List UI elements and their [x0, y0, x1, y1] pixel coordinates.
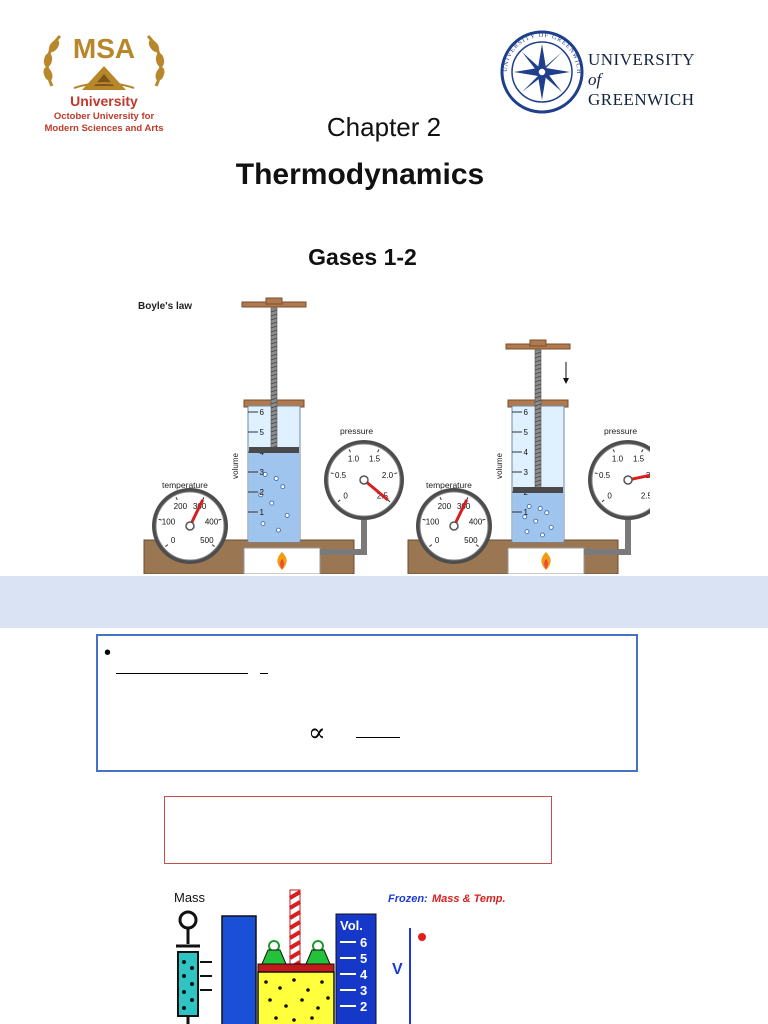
temperature-gauge-tick: 0	[435, 536, 440, 545]
msa-laurel-emblem: MSA University October University for Mo…	[43, 33, 165, 134]
piston-weight-right	[305, 940, 331, 965]
temperature-label: temperature	[426, 480, 472, 490]
temperature-gauge-tick: 500	[200, 536, 214, 545]
gauge-pipe	[584, 520, 631, 555]
pressure-label: pressure	[604, 426, 637, 436]
temperature-gauge-tick: 0	[171, 536, 176, 545]
v-axis-label: V	[392, 961, 403, 978]
volume-tick: 3	[524, 468, 529, 477]
pressure-gauge-tick: 0.5	[335, 471, 347, 480]
fraction-line	[356, 737, 400, 738]
frozen-value: Mass & Temp.	[432, 893, 506, 905]
blank-underline	[116, 673, 248, 674]
gas-volume	[513, 492, 563, 542]
greenwich-seal-icon: UNIVERSITY OF GREENWICH	[500, 30, 584, 114]
pressure-gauge-needle	[362, 478, 389, 501]
temperature-gauge-tick: 500	[464, 536, 478, 545]
apparatus-compressed: 123456volumetemperature0100200300400500p…	[407, 339, 650, 574]
boyle-caption: Boyle's law	[138, 301, 192, 312]
pressure-gauge-tick: 2.0	[382, 471, 394, 480]
volume-tick: 5	[524, 428, 529, 437]
syringe-barrel	[177, 951, 199, 1017]
definition-box: • ∝	[96, 634, 638, 772]
blue-column	[221, 915, 257, 1024]
blank-underline-short	[260, 673, 268, 674]
subject-title: Thermodynamics	[235, 158, 485, 191]
pressure-gauge-tick: 1.5	[633, 454, 645, 463]
volume-tick: 1	[524, 508, 529, 517]
piston-weight-left	[261, 940, 287, 965]
syringe-particles	[182, 960, 194, 1010]
volume-tick: 4	[524, 448, 529, 457]
gas-volume	[249, 452, 299, 542]
msa-university-text: University	[70, 93, 138, 109]
volume-axis-label: volume	[231, 453, 240, 479]
pressure-gauge-tick: 1.5	[369, 454, 381, 463]
vol-tick-label: 3	[360, 983, 367, 998]
volume-tick: 5	[260, 428, 265, 437]
vol-tick-label: 2	[360, 999, 367, 1014]
volume-tick: 6	[260, 408, 265, 417]
vol-tick-label: 4	[360, 967, 368, 982]
msa-subtitle-2: Modern Sciences and Arts	[45, 123, 164, 134]
frozen-label: Frozen:	[388, 893, 428, 905]
vol-tick-label: 5	[360, 951, 367, 966]
pressure-gauge-tick: 0	[343, 491, 348, 500]
pressure-gauge-tick: 1.0	[348, 454, 360, 463]
temperature-gauge-tick: 400	[205, 517, 219, 526]
pressure-label: pressure	[340, 426, 373, 436]
greenwich-university-text: UNIVERSITY	[588, 50, 695, 69]
volume-axis-label: volume	[495, 453, 504, 479]
mass-label: Mass	[174, 890, 206, 905]
bullet-mark: •	[104, 642, 112, 664]
temperature-gauge-tick: 200	[438, 502, 452, 511]
volume-tick: 3	[260, 468, 265, 477]
v-data-point	[418, 933, 426, 941]
pressure-gauge-needle	[626, 473, 650, 482]
temperature-gauge-tick: 100	[162, 517, 176, 526]
pressure-gauge-tick: 2.5	[641, 491, 650, 500]
volume-tick: 1	[260, 508, 265, 517]
vol-label: Vol.	[340, 918, 363, 933]
temperature-label: temperature	[162, 480, 208, 490]
chapter-title: Chapter 2	[326, 112, 442, 142]
title-band	[0, 576, 768, 628]
gas-particles	[264, 978, 330, 1022]
gauge-pipe	[320, 520, 367, 555]
greenwich-name-text: GREENWICH	[588, 90, 695, 109]
temperature-gauge-tick: 200	[174, 502, 188, 511]
piston	[513, 487, 563, 493]
vol-tick-label: 6	[360, 935, 367, 950]
msa-subtitle-1: October University for	[54, 111, 155, 122]
pressure-gauge-tick: 1.0	[612, 454, 624, 463]
boyles-law-illustration: Boyle's law 123456volumetemperature01002…	[138, 297, 650, 574]
pressure-gauge-tick: 0	[607, 491, 612, 500]
greenwich-of-text: of	[588, 70, 602, 89]
piston	[249, 447, 299, 453]
temperature-gauge-tick: 400	[469, 517, 483, 526]
msa-name-text: MSA	[73, 33, 135, 64]
pressure-gauge-tick: 0.5	[599, 471, 611, 480]
msa-university-logo: MSA University October University for Mo…	[34, 24, 174, 136]
screw-rod	[288, 889, 302, 971]
syringe-ring-icon	[178, 910, 198, 930]
equation-box	[164, 796, 552, 864]
pressure-gauge-face	[591, 443, 650, 517]
volume-tick: 6	[524, 408, 529, 417]
apparatus-initial: 123456volumetemperature0100200300400500p…	[143, 297, 404, 574]
temperature-gauge-tick: 100	[426, 517, 440, 526]
topic-title: Gases 1-2	[308, 244, 417, 270]
volume-tick: 2	[260, 488, 265, 497]
proportional-symbol: ∝	[308, 718, 326, 748]
gas-chamber	[257, 971, 335, 1024]
greenwich-logo: UNIVERSITY OF GREENWICH UNIVERSITY of GR…	[500, 22, 740, 122]
